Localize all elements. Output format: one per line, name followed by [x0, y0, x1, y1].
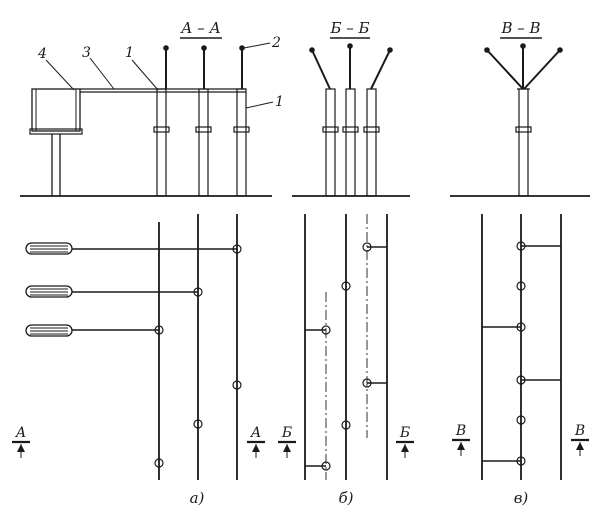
caption-b: б) [338, 489, 353, 507]
cut-mark-letter: А [15, 425, 27, 441]
cut-mark-letter: В [574, 423, 585, 439]
plan-v-node [516, 375, 526, 385]
cut-mark-letter: В [455, 423, 466, 439]
cut-mark-b-left: Б [278, 425, 296, 458]
leader-label-1-right: 1 [275, 94, 284, 110]
caption-v: в) [514, 489, 529, 507]
disconnector-column-a3 [233, 45, 250, 197]
disconnector-column-a2 [195, 45, 212, 197]
cut-mark-letter: Б [399, 425, 410, 441]
terminal-dot-b3 [387, 47, 393, 53]
cut-mark-v-right: В [571, 423, 589, 456]
insulator-string-1 [25, 242, 237, 255]
terminal-dot-a2 [201, 45, 207, 51]
plan-v-node [516, 281, 526, 291]
leader-line-1-right [245, 101, 274, 109]
cut-mark-b-right: Б [396, 425, 414, 458]
plan-b-node [321, 325, 331, 335]
disconnector-column-a1 [153, 45, 170, 197]
leader-line-2 [243, 42, 271, 49]
terminal-dot-v1 [484, 47, 490, 53]
plan-b-node [341, 420, 351, 430]
leader-line-3 [89, 57, 115, 90]
insulator-string-2 [25, 285, 198, 298]
plan-b-node [341, 281, 351, 291]
terminal-dot-v2 [520, 43, 526, 49]
support-frame-4 [29, 88, 83, 196]
cut-mark-letter: А [250, 425, 262, 441]
plan-v-node [516, 415, 526, 425]
terminal-dot-b2 [347, 43, 353, 49]
cut-mark-letter: Б [281, 425, 292, 441]
plan-v-node [516, 322, 526, 332]
plan-b-node [362, 378, 372, 388]
plan-a-node [193, 287, 203, 297]
leader-line-4 [45, 59, 75, 91]
leader-label-2: 2 [271, 35, 281, 51]
plan-b-node [362, 242, 372, 252]
elevation-b [309, 43, 393, 197]
plan-b-node [321, 461, 331, 471]
leader-label-1-top: 1 [125, 45, 134, 61]
insulator-string-3 [25, 324, 159, 337]
terminal-dot-b1 [309, 47, 315, 53]
plan-b [304, 214, 388, 480]
plan-a-node [193, 419, 203, 429]
cut-mark-a-right: А [247, 425, 265, 458]
leader-label-3: 3 [82, 45, 91, 61]
elevation-v [484, 43, 563, 197]
plan-a [25, 214, 242, 480]
plan-a-node [154, 325, 164, 335]
leader-line-1-top [131, 59, 159, 91]
cut-mark-a-left: А [12, 425, 30, 458]
cut-mark-v-left: В [452, 423, 470, 456]
terminal-dot-a1 [163, 45, 169, 51]
section-title-b: Б – Б [329, 19, 369, 37]
terminal-dot-a3 [239, 45, 245, 51]
terminal-dot-v3 [557, 47, 563, 53]
plan-a-node [232, 380, 242, 390]
plan-v-node [516, 456, 526, 466]
caption-a: а) [190, 489, 205, 507]
leader-label-4: 4 [37, 46, 47, 62]
plan-a-node [232, 244, 242, 254]
plan-v [481, 214, 562, 480]
section-title-a: А – А [180, 19, 221, 37]
plan-v-node [516, 241, 526, 251]
plan-a-node [154, 458, 164, 468]
section-title-v: В – В [500, 19, 540, 37]
